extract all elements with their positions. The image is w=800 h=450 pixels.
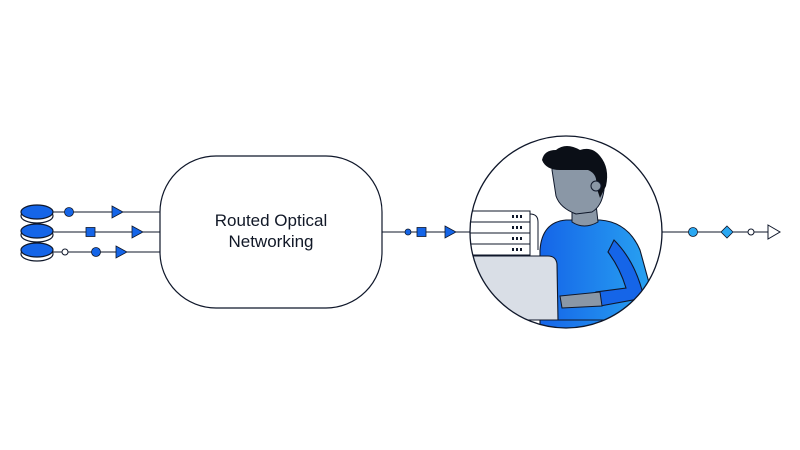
box-label-line-1: Routed Optical (214, 211, 328, 230)
input-flow-lines (53, 211, 160, 253)
packet-small-circle (404, 228, 412, 236)
database-disk (20, 204, 54, 224)
database-disk (20, 223, 54, 243)
arrow-head-icon (767, 224, 781, 240)
packet-circle (64, 207, 74, 217)
person-ear (590, 180, 602, 192)
person-hair (542, 146, 608, 198)
server-rack-icon (470, 210, 539, 256)
packet-small-circle (61, 248, 69, 256)
person-hand (559, 291, 603, 309)
laptop (471, 255, 559, 321)
packet-triangle (115, 245, 128, 259)
packet-square (416, 227, 427, 237)
middle-flow (382, 225, 471, 239)
database-disk (20, 242, 54, 262)
packet-triangle (111, 205, 124, 219)
packet-diamond (720, 225, 734, 239)
person-at-laptop-icon (469, 135, 663, 329)
packet-small-circle (747, 228, 755, 236)
database-icon (20, 204, 54, 262)
packet-triangle (131, 225, 144, 239)
packet-circle (91, 247, 101, 257)
routed-optical-networking-label: Routed Optical Networking (160, 210, 382, 252)
box-label-line-2: Networking (228, 232, 314, 251)
packet-circle (688, 227, 698, 237)
packet-triangle (444, 225, 457, 239)
packet-square (85, 227, 96, 237)
output-flow (662, 224, 781, 240)
input-packets (61, 205, 144, 259)
